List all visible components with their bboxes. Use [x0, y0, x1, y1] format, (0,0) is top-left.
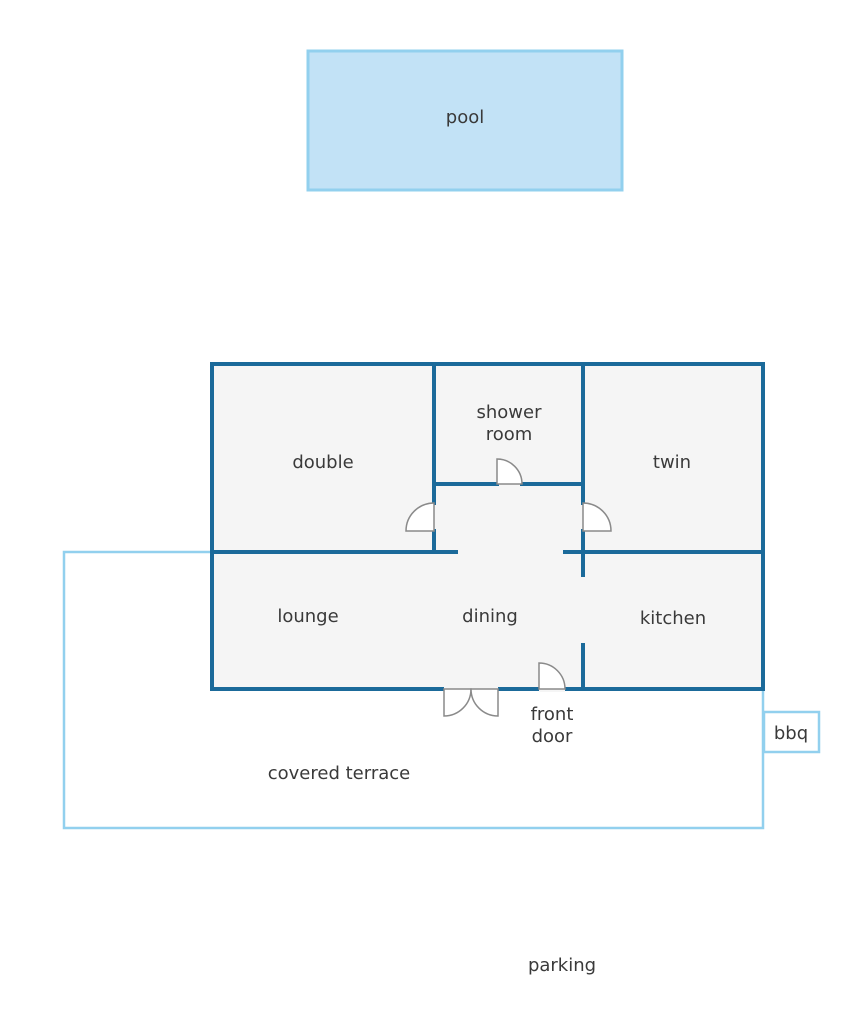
parking-label: parking [528, 955, 596, 976]
front-door-label-line2: door [532, 726, 573, 747]
double-room-door [405, 502, 435, 532]
shower-room-door [496, 458, 523, 485]
kitchen-label: kitchen [640, 608, 706, 629]
shower-room-label-line1: shower [477, 402, 543, 423]
double-room-label: double [292, 452, 353, 473]
front-door [538, 662, 566, 690]
front-door-label-line1: front [531, 704, 574, 725]
lounge-label: lounge [277, 606, 338, 627]
french-door-right [470, 688, 499, 717]
house-floor [212, 364, 763, 689]
french-door-left [443, 688, 472, 717]
covered-terrace-label: covered terrace [268, 763, 410, 784]
doors [405, 458, 612, 717]
shower-room-label-line2: room [486, 424, 533, 445]
dining-label: dining [462, 606, 518, 627]
bbq-box [762, 710, 821, 754]
covered-terrace-outline [62, 550, 765, 830]
pool-area [306, 49, 624, 192]
twin-room-door [582, 502, 612, 532]
twin-room-label: twin [653, 452, 691, 473]
pool-label: pool [446, 107, 484, 128]
bbq-label: bbq [774, 723, 808, 744]
